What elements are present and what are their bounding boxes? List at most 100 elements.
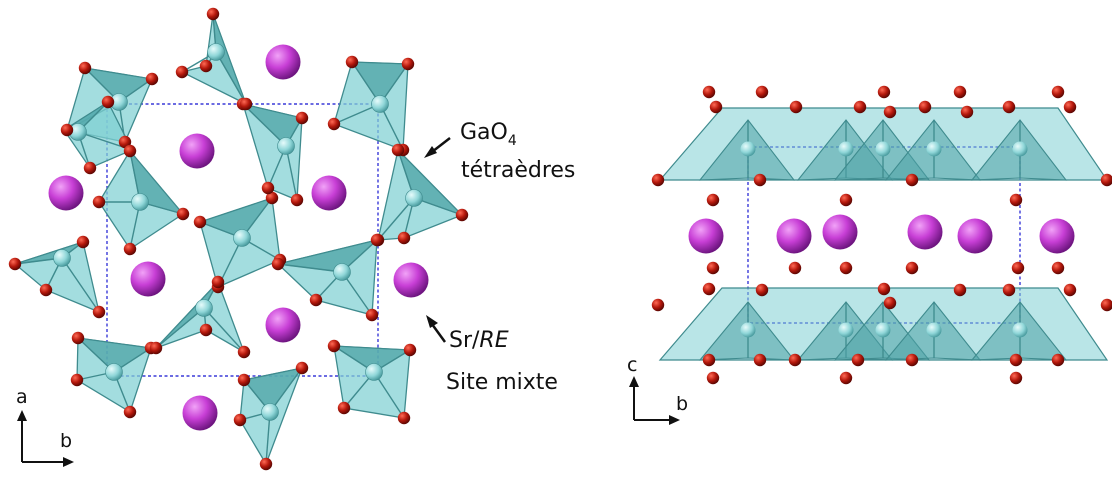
oxygen-atom xyxy=(883,296,897,310)
oxygen-atom xyxy=(753,173,767,187)
oxygen-atom xyxy=(706,261,720,275)
ga-o-bond xyxy=(61,257,100,313)
axes-left xyxy=(21,418,66,463)
oxygen-atom xyxy=(239,97,253,111)
oxygen-atom xyxy=(290,193,304,207)
oxygen-atom xyxy=(391,143,405,157)
oxygen-atom xyxy=(953,283,967,297)
sr-re-cation xyxy=(688,218,724,254)
gallium-atom xyxy=(131,193,149,211)
gallium-atom xyxy=(405,189,423,207)
gallium-atom xyxy=(105,363,123,381)
ga-o-bond xyxy=(373,371,405,419)
gao4-prefix: GaO xyxy=(460,120,508,145)
ga-o-bond xyxy=(215,51,247,105)
ga-o-bond xyxy=(277,263,343,273)
sr-re-label: Sr/RE xyxy=(449,330,509,352)
sr-re-cation xyxy=(776,218,812,254)
axis-b-arrowhead-left xyxy=(63,457,74,467)
oxygen-atom xyxy=(123,144,137,158)
gallium-atom xyxy=(740,141,756,157)
oxygen-atom xyxy=(960,105,974,119)
axes-right xyxy=(633,383,672,421)
oxygen-atom xyxy=(309,293,323,307)
oxygen-atom xyxy=(265,191,279,205)
sr-re-cation xyxy=(1039,218,1075,254)
gallium-atom xyxy=(740,322,756,338)
gallium-atom xyxy=(1012,141,1028,157)
sr-re-cation xyxy=(130,261,166,297)
oxygen-atom xyxy=(237,373,251,387)
oxygen-atom xyxy=(1051,261,1065,275)
oxygen-atom xyxy=(145,72,159,86)
gallium-atom xyxy=(261,403,279,421)
oxygen-atom xyxy=(709,100,723,114)
oxygen-atom xyxy=(905,261,919,275)
oxygen-atom xyxy=(271,257,285,271)
gallium-atom xyxy=(926,322,942,338)
oxygen-atom xyxy=(397,231,411,245)
oxygen-atom xyxy=(345,55,359,69)
ga-o-bond xyxy=(155,307,205,349)
oxygen-atom xyxy=(702,85,716,99)
oxygen-atom xyxy=(651,173,665,187)
right-structure-panel xyxy=(651,85,1112,385)
gallium-atom xyxy=(53,249,71,267)
oxygen-atom xyxy=(92,305,106,319)
gallium-atom xyxy=(233,229,251,247)
oxygen-atom xyxy=(1063,283,1077,297)
axis-b-label-left: b xyxy=(60,430,73,452)
oxygen-atom xyxy=(60,123,74,137)
oxygen-atom xyxy=(1063,100,1077,114)
left-structure-panel xyxy=(8,7,469,471)
sr-re-cation xyxy=(957,218,993,254)
sr-re-cation xyxy=(265,307,301,343)
oxygen-atom xyxy=(261,181,275,195)
oxygen-atom xyxy=(403,343,417,357)
ga-o-bond xyxy=(242,103,287,147)
oxygen-atom xyxy=(851,353,865,367)
oxygen-atom xyxy=(92,195,106,209)
oxygen-atom xyxy=(706,371,720,385)
oxygen-atom xyxy=(1009,371,1023,385)
oxygen-atom xyxy=(199,59,213,73)
axis-a-label: a xyxy=(16,386,28,408)
gallium-atom xyxy=(195,299,213,317)
gao4-subscript: 4 xyxy=(507,133,517,149)
oxygen-atom xyxy=(853,100,867,114)
oxygen-atom xyxy=(918,100,932,114)
site-mixte-label: Site mixte xyxy=(446,370,558,395)
oxygen-atom xyxy=(295,111,309,125)
oxygen-atom xyxy=(211,275,225,289)
oxygen-atom xyxy=(193,215,207,229)
tetrahedra-label: tétraèdres xyxy=(461,158,576,183)
oxygen-atom xyxy=(883,105,897,119)
oxygen-atom xyxy=(1009,353,1023,367)
gallium-atom xyxy=(875,322,891,338)
gallium-atom xyxy=(926,141,942,157)
oxygen-atom xyxy=(8,257,22,271)
oxygen-atom xyxy=(233,413,247,427)
ga-o-bond xyxy=(377,197,415,241)
oxygen-atom xyxy=(1009,193,1023,207)
oxygen-atom xyxy=(1002,283,1016,297)
oxygen-atom xyxy=(651,298,665,312)
oxygen-atom xyxy=(365,308,379,322)
oxygen-atom xyxy=(788,353,802,367)
gallium-atom xyxy=(838,322,854,338)
oxygen-atom xyxy=(327,117,341,131)
gallium-atom xyxy=(207,43,225,61)
oxygen-atom xyxy=(78,61,92,75)
oxygen-atom xyxy=(71,331,85,345)
gallium-atom xyxy=(277,137,295,155)
oxygen-atom xyxy=(206,7,220,21)
gallium-atom xyxy=(1012,322,1028,338)
gallium-atom xyxy=(333,263,351,281)
oxygen-atom xyxy=(1051,353,1065,367)
oxygen-atom xyxy=(123,405,137,419)
oxygen-atom xyxy=(199,323,213,337)
oxygen-atom xyxy=(1100,173,1112,187)
sr-re-cation xyxy=(182,395,218,431)
oxygen-atom xyxy=(83,161,97,175)
oxygen-atom xyxy=(370,233,384,247)
